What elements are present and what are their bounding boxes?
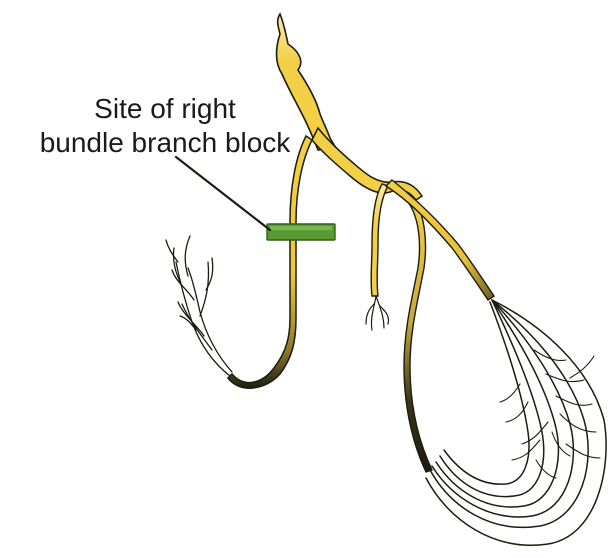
leader-line bbox=[176, 157, 270, 230]
left-anterior-fascicle bbox=[386, 180, 494, 300]
block-site-marker-highlight bbox=[270, 226, 332, 230]
right-branch-terminal-fibers bbox=[166, 236, 232, 376]
right-bundle-branch bbox=[228, 136, 312, 388]
purkinje-terminal-twigs bbox=[500, 350, 600, 478]
left-bundle-main-loop bbox=[404, 198, 432, 472]
left-posterior-fascicle bbox=[371, 184, 388, 296]
bundle-of-his bbox=[277, 14, 337, 150]
posterior-fascicle-fibers bbox=[366, 296, 389, 330]
purkinje-fiber-network bbox=[426, 300, 606, 545]
